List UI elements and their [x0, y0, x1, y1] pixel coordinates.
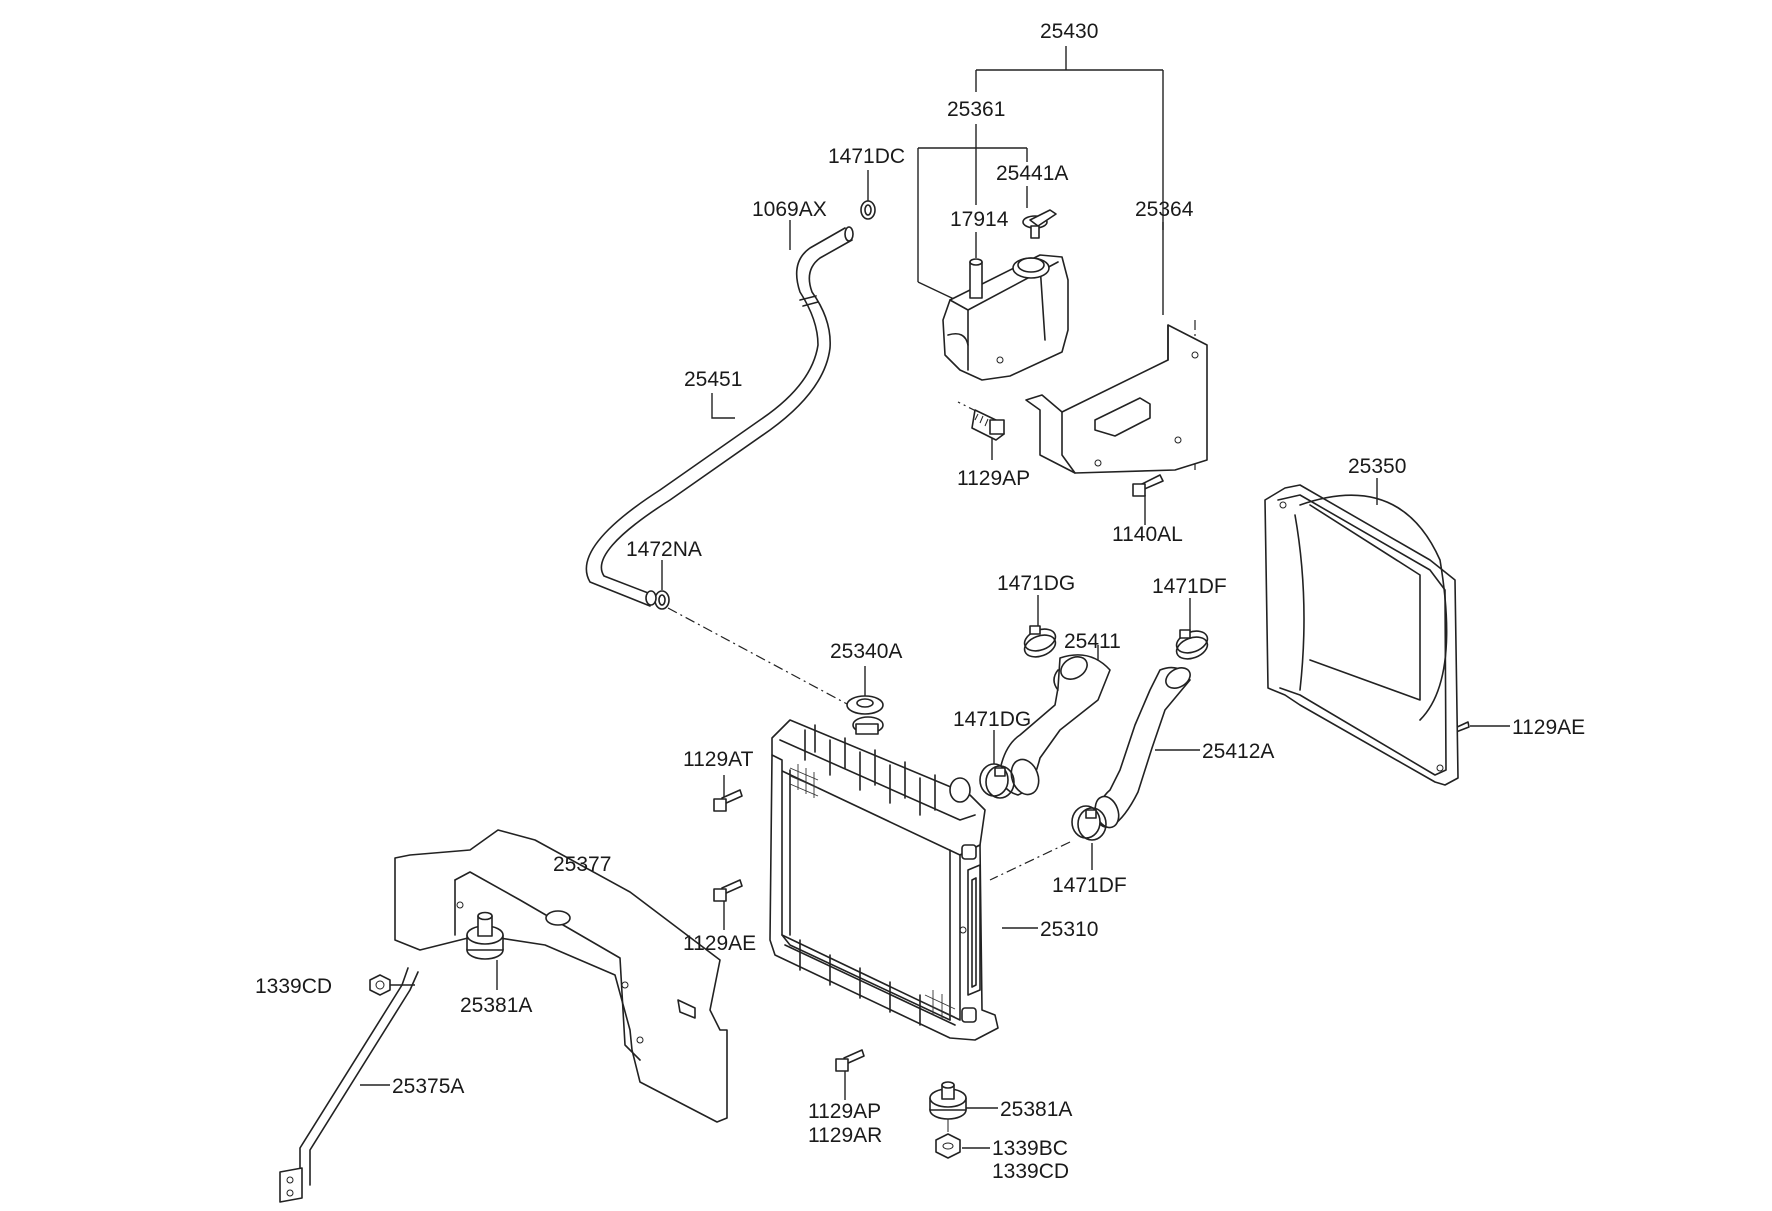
label-25375A: 25375A [392, 1075, 464, 1098]
bolt-1140AL [1132, 474, 1164, 497]
label-1339CD-bottom: 1339CD [992, 1160, 1069, 1183]
upper-radiator-hose [999, 654, 1111, 796]
nut-1339BC [935, 1133, 961, 1159]
label-1140AL: 1140AL [1112, 523, 1183, 546]
label-1471DC: 1471DC [828, 145, 905, 168]
label-25377: 25377 [553, 853, 611, 876]
label-25411: 25411 [1064, 630, 1121, 653]
bolt-1129AP-bottom [835, 1049, 865, 1072]
bolt-1129AP-top [971, 409, 1005, 441]
label-1129AR: 1129AR [808, 1124, 882, 1147]
label-1129AP-top: 1129AP [957, 467, 1030, 490]
stay-rod [279, 967, 419, 1203]
overflow-hose [585, 200, 876, 610]
label-1471DF-top: 1471DF [1152, 575, 1227, 598]
clamp-1471DF-low [1071, 805, 1107, 841]
label-1069AX: 1069AX [752, 198, 827, 221]
label-25381A-bottom: 25381A [1000, 1098, 1072, 1121]
mount-25381A-left [466, 911, 504, 960]
label-25361: 25361 [947, 98, 1005, 121]
label-25430: 25430 [1040, 20, 1098, 43]
label-25350: 25350 [1348, 455, 1406, 478]
clamp-1471DF-top [1175, 629, 1209, 660]
label-1129AE-mid: 1129AE [683, 932, 756, 955]
radiator-cap [846, 695, 884, 735]
fan-shroud [1264, 484, 1459, 786]
reservoir-tank [942, 209, 1069, 381]
tank-bracket [1025, 324, 1208, 474]
label-25310: 25310 [1040, 918, 1098, 941]
label-1129AT: 1129AT [683, 748, 754, 771]
label-1339CD-left: 1339CD [255, 975, 332, 998]
label-1471DF-low: 1471DF [1052, 874, 1127, 897]
label-25381A-left: 25381A [460, 994, 532, 1017]
clamp-1471DG-top [1023, 625, 1057, 658]
label-25412A: 25412A [1202, 740, 1274, 763]
label-1129AP-bottom: 1129AP [808, 1100, 881, 1123]
side-panel [394, 829, 728, 1123]
part-labels: 25430 25361 1471DC 25441A 1069AX 17914 2… [255, 20, 1585, 1183]
lower-radiator-hose [1094, 666, 1191, 829]
nut-1339CD-left [369, 974, 391, 996]
label-1472NA: 1472NA [626, 538, 702, 561]
label-1471DG-mid: 1471DG [953, 708, 1031, 731]
label-25340A: 25340A [830, 640, 902, 663]
label-25451: 25451 [684, 368, 742, 391]
label-1129AE-right: 1129AE [1512, 716, 1585, 739]
label-17914: 17914 [950, 208, 1009, 231]
bolt-1129AT [713, 789, 743, 812]
bolt-1129AE-mid [713, 879, 743, 902]
radiator [769, 719, 999, 1041]
label-25441A: 25441A [996, 162, 1068, 185]
label-1339BC: 1339BC [992, 1137, 1068, 1160]
clamp-1471DG-mid [979, 763, 1015, 799]
label-1471DG-top: 1471DG [997, 572, 1075, 595]
label-25364: 25364 [1135, 198, 1194, 221]
mount-25381A-bottom [929, 1081, 967, 1132]
